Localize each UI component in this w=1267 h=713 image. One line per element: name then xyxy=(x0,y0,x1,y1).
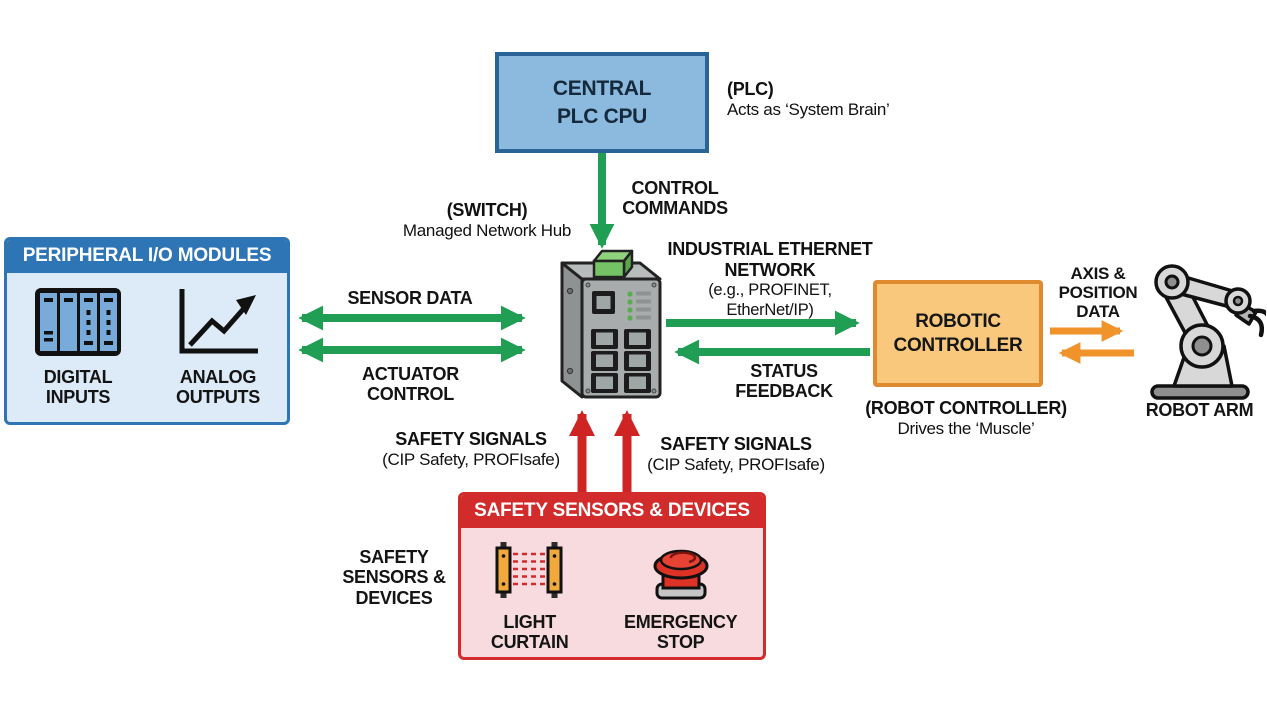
io-columns: DIGITAL INPUTS ANALOG OUTPUTS xyxy=(7,273,287,408)
emergency-stop-label: EMERGENCY STOP xyxy=(623,612,738,653)
status-feedback-label: STATUS FEEDBACK xyxy=(735,361,833,402)
analog-outputs-icon xyxy=(179,289,258,354)
switch-note-sub: Managed Network Hub xyxy=(402,221,572,241)
safety-panel-header: SAFETY SENSORS & DEVICES xyxy=(461,495,763,528)
digital-inputs-icon xyxy=(35,288,121,356)
analog-outputs-label: ANALOG OUTPUTS xyxy=(176,367,260,408)
light-curtain-label: LIGHT CURTAIN xyxy=(490,612,569,653)
safety-columns: LIGHT CURTAIN EMERGENCY STOP xyxy=(461,528,763,653)
network-switch-icon xyxy=(560,249,662,399)
safety-signals-left-label: SAFETY SIGNALS (CIP Safety, PROFIsafe) xyxy=(371,429,571,470)
analog-outputs-column: ANALOG OUTPUTS xyxy=(174,285,262,408)
safety-signals-right-title: SAFETY SIGNALS xyxy=(660,434,812,454)
axis-position-data-label: AXIS & POSITION DATA xyxy=(1058,264,1138,322)
ethernet-network-title: INDUSTRIAL ETHERNET NETWORK xyxy=(667,239,873,281)
safety-sensors-panel: SAFETY SENSORS & DEVICES LIGHT CURT xyxy=(458,492,766,660)
robot-arm-label: ROBOT ARM xyxy=(1145,400,1254,420)
robot-controller-note-sub: Drives the ‘Muscle’ xyxy=(897,419,1035,439)
robotic-controller-box: ROBOTIC CONTROLLER xyxy=(873,280,1043,387)
ethernet-network-sub: (e.g., PROFINET, EtherNet/IP) xyxy=(708,281,832,319)
robot-arm-icon xyxy=(1150,264,1266,400)
ethernet-network-label: INDUSTRIAL ETHERNET NETWORK (e.g., PROFI… xyxy=(653,239,887,320)
switch-note-title: (SWITCH) xyxy=(446,200,528,220)
emergency-stop-icon xyxy=(653,549,709,600)
digital-inputs-column: DIGITAL INPUTS xyxy=(32,285,124,408)
plc-note: (PLC) Acts as ‘System Brain’ xyxy=(727,79,890,120)
safety-signals-left-sub: (CIP Safety, PROFIsafe) xyxy=(382,450,560,470)
central-plc-cpu-box: CENTRAL PLC CPU xyxy=(495,52,709,153)
safety-signals-right-label: SAFETY SIGNALS (CIP Safety, PROFIsafe) xyxy=(636,434,836,475)
actuator-control-label: ACTUATOR CONTROL xyxy=(362,364,459,405)
plc-note-title: (PLC) xyxy=(727,79,774,99)
safety-signals-right-sub: (CIP Safety, PROFIsafe) xyxy=(647,455,825,475)
robot-controller-note-title: (ROBOT CONTROLLER) xyxy=(865,398,1067,418)
light-curtain-column: LIGHT CURTAIN xyxy=(487,540,573,653)
sensor-data-label: SENSOR DATA xyxy=(347,288,473,308)
control-commands-label: CONTROL COMMANDS xyxy=(622,178,728,219)
peripheral-io-header: PERIPHERAL I/O MODULES xyxy=(7,240,287,273)
safety-side-label: SAFETY SENSORS & DEVICES xyxy=(342,547,446,608)
emergency-stop-column: EMERGENCY STOP xyxy=(623,540,738,653)
light-curtain-icon xyxy=(495,542,563,598)
peripheral-io-panel: PERIPHERAL I/O MODULES DIGITAL IN xyxy=(4,237,290,425)
switch-note: (SWITCH) Managed Network Hub xyxy=(377,200,597,241)
digital-inputs-label: DIGITAL INPUTS xyxy=(43,367,113,408)
safety-signals-left-title: SAFETY SIGNALS xyxy=(395,429,547,449)
robot-controller-note: (ROBOT CONTROLLER) Drives the ‘Muscle’ xyxy=(855,398,1077,439)
plc-note-sub: Acts as ‘System Brain’ xyxy=(727,100,890,120)
